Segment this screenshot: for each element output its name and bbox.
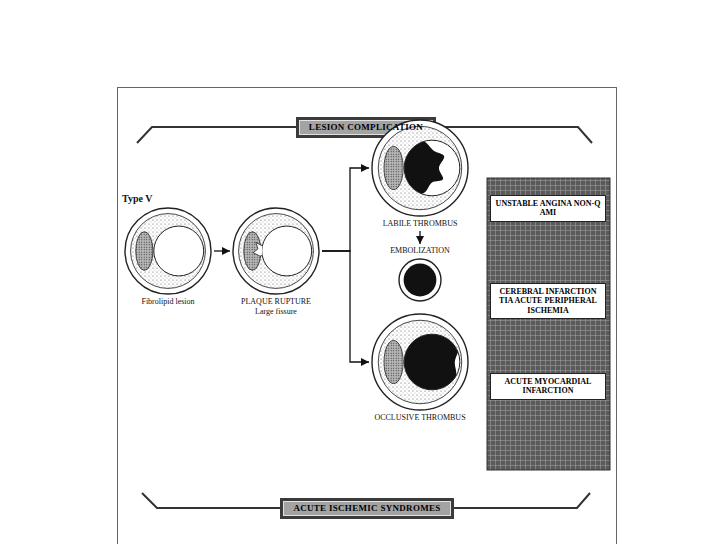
connector-arrow xyxy=(419,231,420,244)
node-label: LESION COMPLICATION xyxy=(309,122,423,133)
node-label: Large fissure xyxy=(230,307,322,317)
node-label: PLAQUE RUPTURE xyxy=(230,297,322,307)
node-label: ACUTE MYOCARDIAL INFARCTION xyxy=(495,377,601,396)
syndrome-box: UNSTABLE ANGINA NON-Q AMI xyxy=(490,195,606,222)
connector-arrow xyxy=(322,168,369,251)
syndrome-box: CEREBRAL INFARCTION TIA ACUTE PERIPHERAL… xyxy=(490,283,606,320)
node-label: UNSTABLE ANGINA NON-Q AMI xyxy=(495,199,601,218)
vessel-cross-section: PLAQUE RUPTURELarge fissure xyxy=(230,205,322,317)
vessel-cross-section: LABILE THROMBUS xyxy=(369,117,471,229)
vessel-drawing xyxy=(396,256,444,304)
node-label: ACUTE ISCHEMIC SYNDROMES xyxy=(293,503,440,514)
page-panel xyxy=(118,88,617,544)
node-label: LABILE THROMBUS xyxy=(369,219,471,229)
vessel-cross-section: Type V Fibrolipid lesion xyxy=(122,193,214,307)
node-label: Type V xyxy=(122,193,214,205)
syndrome-box: ACUTE MYOCARDIAL INFARCTION xyxy=(490,373,606,400)
syndrome-panel xyxy=(487,178,610,470)
node-label: OCCLUSIVE THROMBUS xyxy=(369,413,471,423)
vessel-cross-section: OCCLUSIVE THROMBUS xyxy=(369,311,471,423)
connector-arrow xyxy=(214,250,230,251)
node-label: CEREBRAL INFARCTION TIA ACUTE PERIPHERAL… xyxy=(495,287,601,316)
vessel-drawing xyxy=(369,117,471,219)
vessel-cross-section: EMBOLIZATION xyxy=(390,246,450,304)
connector-arrow xyxy=(322,251,369,362)
section-banner: ACUTE ISCHEMIC SYNDROMES xyxy=(280,498,453,519)
node-label: EMBOLIZATION xyxy=(390,246,450,256)
node-label: Fibrolipid lesion xyxy=(122,297,214,307)
vessel-drawing xyxy=(369,311,471,413)
vessel-drawing xyxy=(122,205,214,297)
vessel-drawing xyxy=(230,205,322,297)
